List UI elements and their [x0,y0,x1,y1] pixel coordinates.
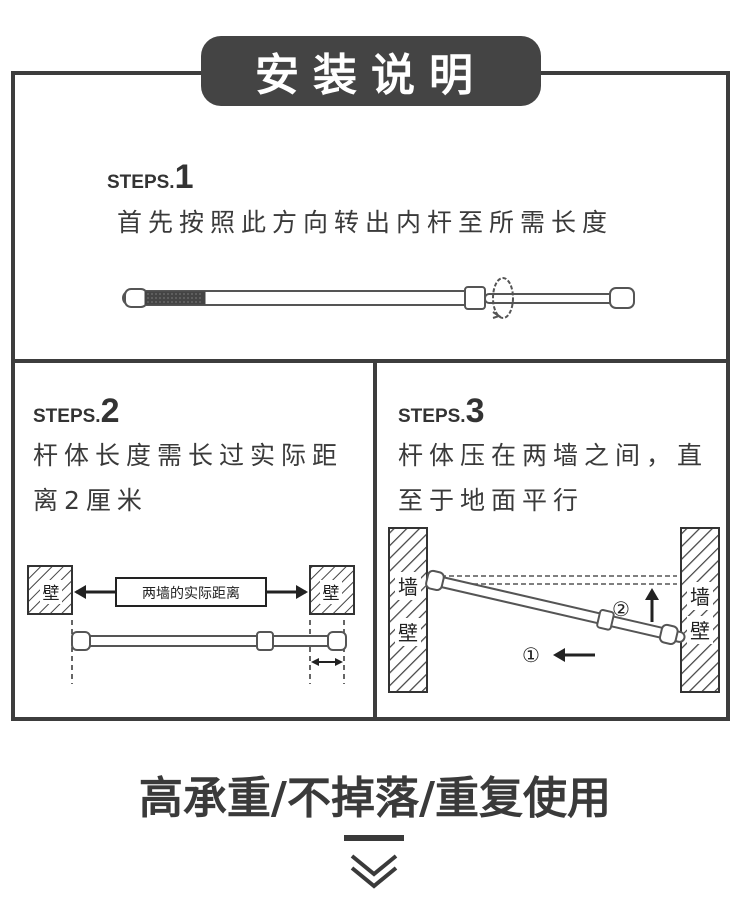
step-2-diagram: 壁 壁 两墙的实际距离 [27,565,355,684]
step-1-label: STEPS. [107,172,175,193]
wall-right-char-1: 墙 [690,585,710,609]
slogan: 高承重/不掉落/重复使用 [138,773,612,824]
step-3-text-line2: 至于地面平行 [398,486,585,515]
step-2-text-line1: 杆体长度需长过实际距 [33,441,344,470]
page-title: 安装说明 [201,36,541,106]
step-1-heading: STEPS.1 [107,158,194,197]
step-2-number: 2 [100,392,120,430]
step-3-number: 3 [465,392,485,430]
divider-horizontal [11,359,730,363]
double-chevron-down-icon [350,854,398,889]
step-3-heading: STEPS.3 [398,392,485,431]
distance-label: 两墙的实际距离 [142,585,240,602]
step-2-heading: STEPS.2 [33,392,120,431]
step-1-number: 1 [174,158,194,196]
step-3-diagram: 墙 壁 墙 壁 ② ① [388,527,720,693]
step-3-label: STEPS. [398,406,466,427]
step-1-text: 首先按照此方向转出内杆至所需长度 [117,208,614,237]
wall-right-char-2: 壁 [690,619,710,643]
marker-1: ① [522,643,540,667]
wall-left-char-1: 墙 [398,575,418,599]
wall-left-label: 壁 [43,584,60,604]
step-3-text: 杆体压在两墙之间，直 至于地面平行 [398,433,708,523]
step-1-rod-illustration [122,277,635,319]
step-2-text: 杆体长度需长过实际距 离2厘米 [33,433,343,523]
step-2-label: STEPS. [33,406,101,427]
step-2-text-line2: 离2厘米 [33,486,148,515]
wall-left-char-2: 壁 [398,621,418,645]
marker-2: ② [612,597,630,621]
slogan-underline [344,835,404,841]
divider-vertical [373,361,377,721]
wall-right-label: 壁 [323,584,340,604]
step-3-text-line1: 杆体压在两墙之间，直 [398,441,709,470]
